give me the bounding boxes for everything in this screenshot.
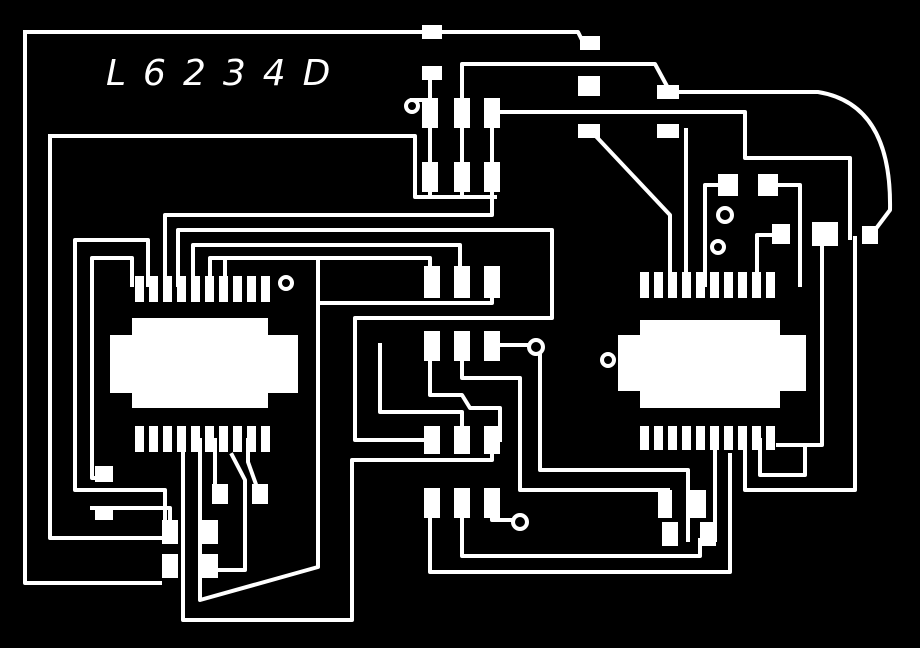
pad: [700, 522, 716, 546]
trace-top-mid: [460, 62, 671, 102]
pad: [252, 484, 268, 504]
ic-left-pins-top: [135, 276, 270, 302]
pad: [484, 331, 500, 361]
pad: [454, 162, 470, 192]
trace-mid-right-route: [538, 343, 690, 542]
trace-mid-bus4: [223, 256, 494, 305]
pad: [422, 162, 438, 192]
ic-left: [110, 276, 298, 452]
pad: [454, 426, 470, 454]
pads-top: [422, 25, 878, 246]
trace-mid-center: [428, 343, 502, 442]
pad: [484, 98, 500, 128]
pad: [422, 66, 442, 80]
via: [600, 352, 616, 368]
pad: [454, 488, 470, 518]
via: [716, 206, 734, 224]
pad: [424, 266, 440, 298]
trace-left-inner: [48, 134, 497, 199]
trace-r3: [703, 183, 727, 287]
pad: [162, 520, 178, 544]
pad: [454, 98, 470, 128]
pad: [772, 224, 790, 244]
pad: [424, 331, 440, 361]
pad: [95, 506, 113, 520]
pad: [758, 174, 778, 196]
ic-right: [618, 272, 806, 450]
via: [511, 513, 529, 531]
via: [278, 275, 294, 291]
trace-right-lower2: [758, 438, 807, 477]
pad: [454, 266, 470, 298]
pad: [657, 85, 679, 99]
pad: [424, 488, 440, 518]
ic-body: [640, 320, 780, 408]
pad: [422, 98, 438, 128]
ic-tab: [268, 335, 298, 393]
trace-left-low: [90, 506, 172, 522]
pad: [658, 490, 672, 518]
pad: [424, 426, 440, 454]
pad: [484, 162, 500, 192]
ic-right-pins-top: [640, 272, 775, 298]
trace-mid-bus2: [191, 243, 462, 287]
trace-mid-center2: [460, 343, 670, 492]
pad: [162, 554, 178, 578]
ic-tab: [778, 335, 806, 391]
pad: [690, 490, 706, 518]
pad: [580, 36, 600, 50]
trace-bottom-left3: [213, 438, 261, 572]
pad: [718, 174, 738, 196]
trace-left-border: [23, 30, 162, 585]
trace-r1: [490, 110, 852, 287]
pad: [662, 522, 678, 546]
pad: [212, 484, 228, 504]
pad: [454, 331, 470, 361]
trace-r4: [768, 183, 802, 287]
pad: [657, 124, 679, 138]
ic-tab: [618, 335, 642, 391]
trace-bottom-route: [428, 453, 732, 574]
trace-left-inner-down: [48, 134, 167, 540]
board-label: L6234D: [106, 53, 348, 94]
via: [527, 338, 545, 356]
ic-left-pins-bottom: [135, 426, 270, 452]
pad: [862, 226, 878, 244]
pad: [484, 426, 500, 454]
trace-bottom-route2: [460, 498, 702, 558]
via: [404, 98, 420, 114]
trace-top-loop: [23, 30, 592, 44]
pad: [812, 222, 838, 246]
pad: [95, 466, 113, 482]
pad: [578, 76, 600, 96]
trace-mid-left-l: [378, 343, 464, 434]
pads-mid: [95, 266, 716, 578]
ic-tab: [110, 335, 134, 393]
pad: [578, 124, 600, 138]
trace-r6: [776, 230, 824, 447]
pad: [200, 554, 218, 578]
trace-mid-bus: [176, 228, 554, 442]
vias: [278, 98, 734, 531]
pad: [200, 520, 218, 544]
trace-top-right-arc: [666, 90, 893, 237]
pad: [484, 266, 500, 298]
ic-right-pins-bottom: [640, 426, 775, 450]
ic-body: [132, 318, 268, 408]
pad: [484, 488, 500, 518]
pad: [422, 25, 442, 39]
trace-bottom-left: [181, 438, 494, 622]
via: [710, 239, 726, 255]
